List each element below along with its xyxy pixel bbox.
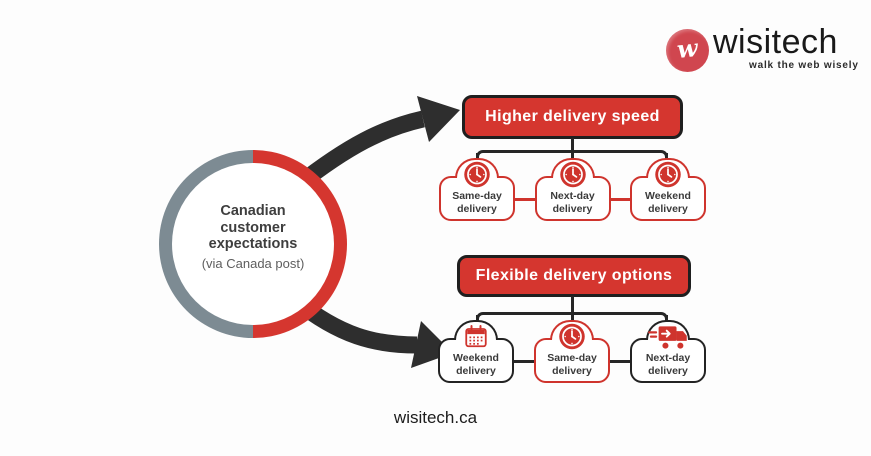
connector-banner1-stem: [571, 138, 574, 158]
hub-circle: Canadian customer expectations (via Cana…: [159, 150, 347, 338]
connector-top-1-2: [514, 198, 536, 201]
logo-letter: w: [675, 33, 700, 65]
option-label: Same-day delivery: [452, 189, 502, 215]
hub-title: Canadian customer expectations: [208, 202, 298, 253]
logo-text: wisitech walk the web wisely: [713, 25, 859, 71]
connector-stub-bottom-right: [665, 315, 668, 321]
option-label: Next-day delivery: [550, 189, 595, 215]
option-label: Weekend delivery: [453, 351, 499, 377]
clock-icon: [559, 161, 586, 188]
truck-icon: [648, 323, 689, 352]
calendar-icon: [463, 323, 490, 350]
hub-subtitle: (via Canada post): [201, 256, 305, 271]
hub-circle-inner: Canadian customer expectations (via Cana…: [172, 163, 334, 325]
option-label: Weekend delivery: [645, 189, 691, 215]
connector-bottom-2-3: [609, 360, 631, 363]
options-row-flexible: Weekend delivery Same-day delivery Next-…: [438, 318, 706, 385]
option-same-day-delivery: Same-day delivery: [439, 158, 515, 221]
connector-stub-top-left: [476, 153, 479, 159]
option-next-day-delivery: Next-day delivery: [630, 320, 706, 383]
option-label: Same-day delivery: [547, 351, 597, 377]
brand-name: wisitech: [713, 23, 838, 61]
connector-stub-top-right: [665, 153, 668, 159]
clock-icon: [559, 323, 586, 350]
option-same-day-delivery: Same-day delivery: [534, 320, 610, 383]
options-row-higher-speed: Same-day delivery Next-day delivery Week…: [439, 156, 706, 222]
banner-flexible-delivery-options: Flexible delivery options: [457, 255, 691, 297]
option-label: Next-day delivery: [645, 351, 691, 377]
option-weekend-delivery: Weekend delivery: [630, 158, 706, 221]
brand-tagline: walk the web wisely: [749, 60, 859, 71]
option-next-day-delivery: Next-day delivery: [534, 158, 611, 221]
arrow-to-higher-delivery-speed: [292, 96, 460, 192]
connector-bottom-1-2: [513, 360, 535, 363]
clock-icon: [655, 161, 682, 188]
connector-banner2-stem: [571, 296, 574, 320]
banner-higher-delivery-speed: Higher delivery speed: [462, 95, 683, 139]
option-weekend-delivery: Weekend delivery: [438, 320, 514, 383]
clock-icon: [464, 161, 491, 188]
brand-logo: w wisitech walk the web wisely: [666, 25, 859, 72]
connector-top-2-3: [609, 198, 631, 201]
site-url: wisitech.ca: [393, 408, 478, 427]
wisitech-logo-icon: w: [666, 29, 709, 72]
banner-title: Higher delivery speed: [485, 108, 660, 125]
banner-title: Flexible delivery options: [475, 267, 673, 284]
connector-stub-bottom-left: [476, 315, 479, 321]
